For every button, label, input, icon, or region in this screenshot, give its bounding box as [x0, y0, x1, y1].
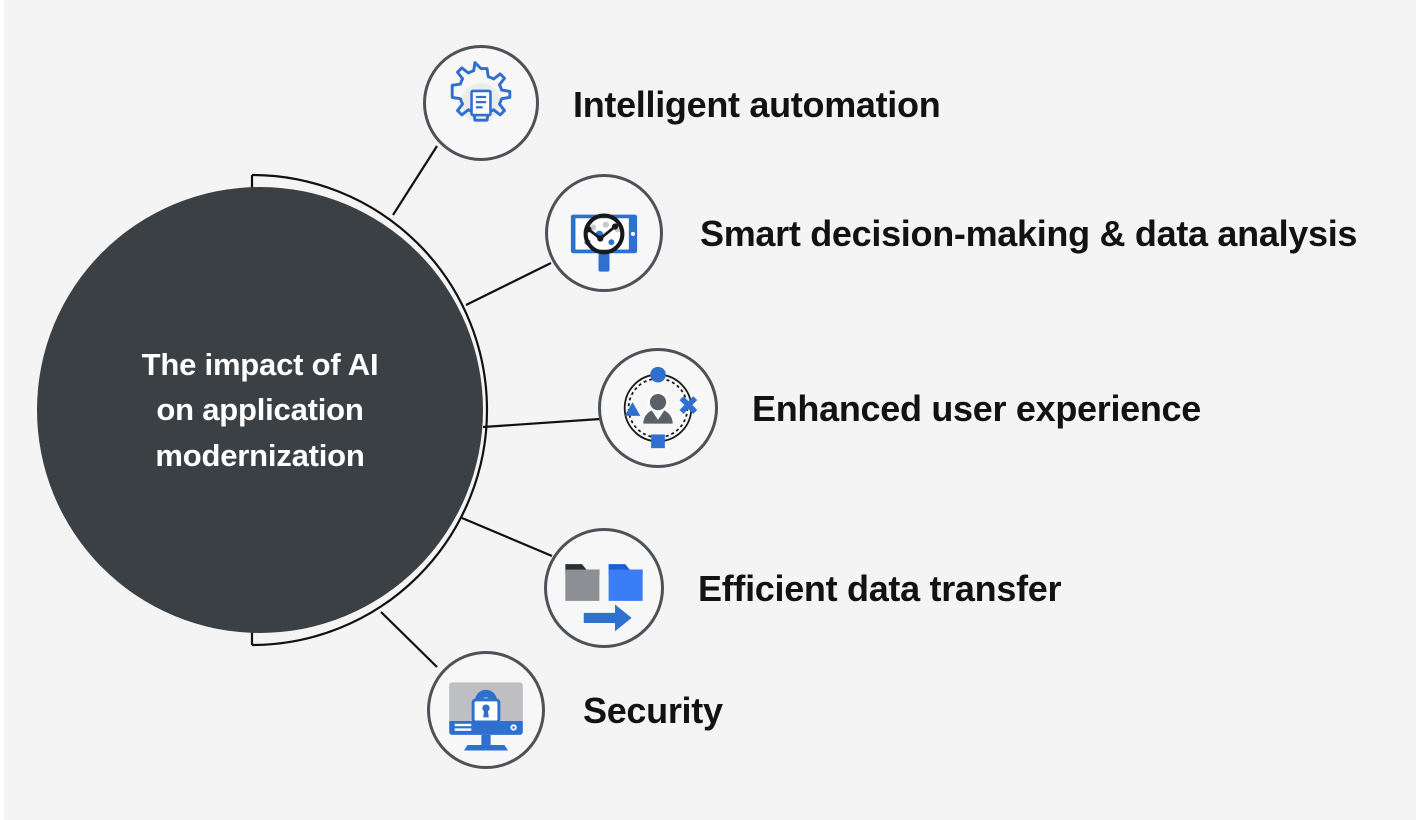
branch-icon-1[interactable] — [423, 45, 539, 161]
wire-to-branch-2 — [465, 262, 552, 306]
branch-label-3: Enhanced user experience — [752, 388, 1202, 429]
user-experience-icon — [623, 366, 698, 449]
hub-arc — [251, 173, 489, 647]
tablet-magnifier-analytics-icon — [570, 213, 638, 272]
branch-icon-5[interactable] — [427, 651, 545, 769]
branch-label-2: Smart decision-making & data analysis — [700, 213, 1358, 254]
branch-label-1: Intelligent automation — [573, 84, 941, 125]
folder-transfer-icon — [565, 564, 643, 632]
hub-title: The impact of AI on application moderniz… — [141, 346, 379, 473]
wire-to-branch-3 — [482, 417, 601, 429]
left-edge-strip — [0, 0, 4, 820]
branch-icon-2[interactable] — [545, 174, 663, 292]
right-edge-strip — [1416, 0, 1420, 820]
branch-label-5: Security — [583, 690, 723, 731]
gear-document-icon — [450, 61, 512, 123]
branch-label-4: Efficient data transfer — [698, 568, 1062, 609]
hub-circle: The impact of AI on application moderniz… — [37, 187, 483, 633]
wire-to-branch-5 — [380, 611, 438, 668]
branch-icon-3[interactable] — [598, 348, 718, 468]
branch-icon-4[interactable] — [544, 528, 664, 648]
wire-to-branch-1 — [392, 145, 438, 216]
monitor-lock-icon — [449, 682, 523, 751]
wire-to-branch-4 — [461, 516, 553, 558]
